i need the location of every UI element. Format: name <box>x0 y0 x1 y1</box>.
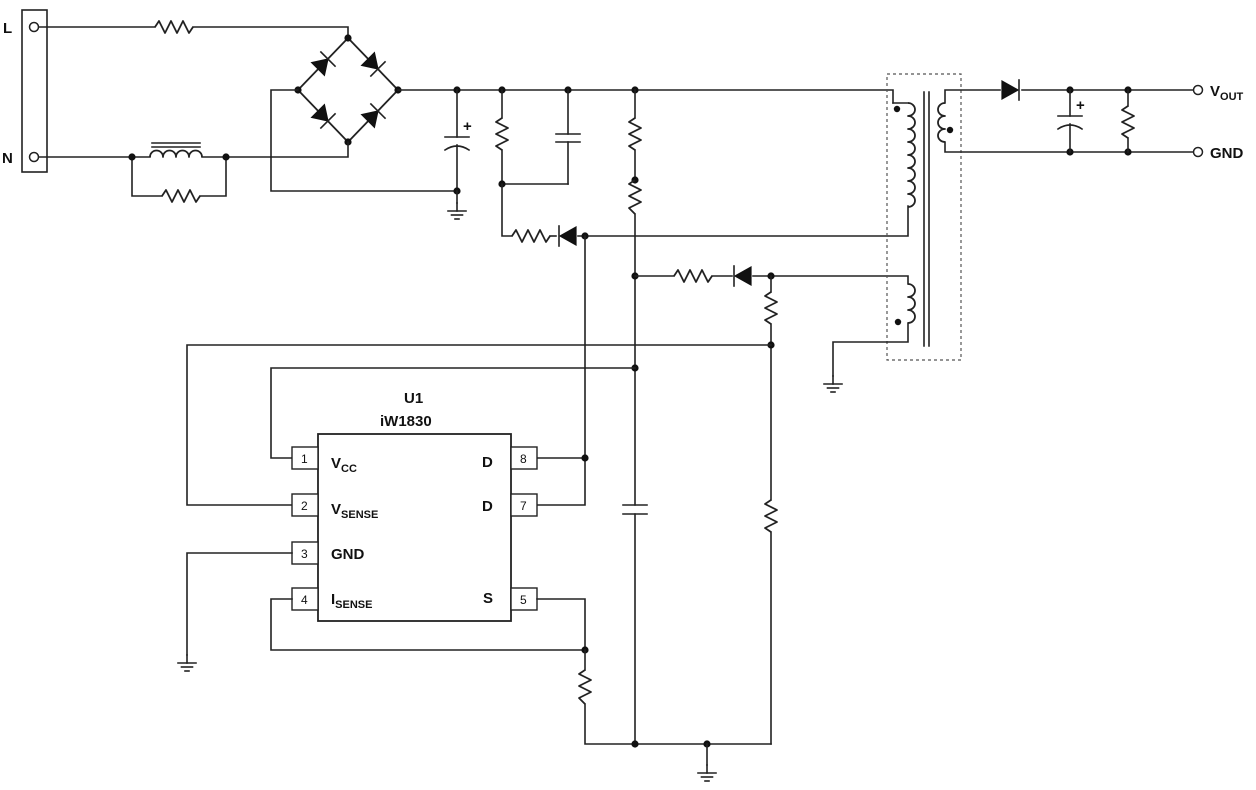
svg-text:8: 8 <box>520 452 527 466</box>
snubber-network <box>495 89 909 247</box>
svg-text:7: 7 <box>520 499 527 513</box>
pin-5-source: 5 S <box>483 587 538 611</box>
pin-7-drain: 7 D <box>482 493 538 517</box>
svg-text:2: 2 <box>301 499 308 513</box>
svg-text:1: 1 <box>301 452 308 466</box>
startup-resistors <box>628 89 642 506</box>
svg-text:VSENSE: VSENSE <box>331 501 378 521</box>
svg-text:4: 4 <box>301 593 308 607</box>
vout-label: VOUT <box>1210 83 1244 103</box>
gnd-label: GND <box>1210 145 1244 162</box>
output-cap-plus: + <box>1076 97 1085 114</box>
svg-text:S: S <box>483 590 493 607</box>
line-label: L <box>3 20 12 37</box>
svg-text:ISENSE: ISENSE <box>331 591 372 611</box>
neutral-label: N <box>2 150 13 167</box>
ic-ref: U1 <box>404 390 423 407</box>
svg-text:D: D <box>482 454 493 471</box>
bulk-cap-plus: + <box>463 118 472 135</box>
pin-2-vsense: 2 VSENSE <box>291 493 378 521</box>
input-fuse-resistor <box>38 20 349 39</box>
bridge-rectifier <box>294 34 402 146</box>
flyback-transformer <box>823 73 962 393</box>
pin-4-isense: 4 ISENSE <box>291 587 372 611</box>
pin-8-drain: 8 D <box>482 446 538 471</box>
bulk-capacitor: + <box>443 89 472 220</box>
input-emi-filter <box>38 142 272 203</box>
line-terminal <box>28 21 40 33</box>
pin-3-gnd: 3 GND <box>291 541 365 565</box>
current-sense-resistor <box>578 649 772 745</box>
neutral-terminal <box>28 151 40 163</box>
input-terminal-block: L N <box>2 9 48 173</box>
svg-text:D: D <box>482 498 493 515</box>
aux-rectifier <box>631 265 909 287</box>
svg-text:GND: GND <box>331 546 365 563</box>
pin-1-vcc: 1 VCC <box>291 446 357 475</box>
gnd-terminal <box>1192 146 1204 158</box>
svg-text:VCC: VCC <box>331 455 357 475</box>
ic-part-number: iW1830 <box>380 413 432 430</box>
vcc-capacitor <box>622 504 648 745</box>
vout-terminal <box>1192 84 1204 96</box>
controller-ic: U1 iW1830 1 VCC 2 VSENSE 3 GND 4 ISENSE … <box>291 390 538 622</box>
svg-text:5: 5 <box>520 593 527 607</box>
vsense-divider <box>764 275 778 745</box>
output-stage: + VOUT GND <box>944 79 1244 162</box>
svg-text:3: 3 <box>301 547 308 561</box>
